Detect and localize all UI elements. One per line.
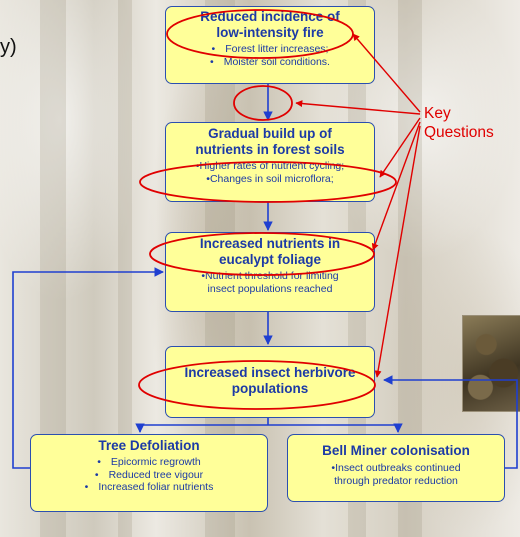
ellipse-soil [139,161,397,203]
key-questions-label: Key Questions [424,105,494,141]
list-item: •Reduced tree vigour [94,468,204,481]
list-item: through predator reduction [334,474,458,487]
box-title-line: nutrients in forest soils [195,142,345,157]
box-title-line: Increased insect herbivore [184,365,356,380]
box-title-line: Gradual build up of [208,126,332,141]
list-item: insect populations reached [207,282,333,295]
ellipse-fire [166,9,354,59]
key-question-pointers [295,33,421,378]
list-item: •Forest litter increases; [211,43,329,55]
flow-arrows [12,84,518,469]
box-title-line: Bell Miner colonisation [322,443,470,458]
pointer-fire [352,33,421,113]
list-item: •Increased foliar nutrients [84,481,214,493]
bell-miner-box: Bell Miner colonisation •Insect outbreak… [287,434,505,502]
tree-defoliation-box: Tree Defoliation •Epicormic regrowth •Re… [30,434,268,512]
box-title-line: low-intensity fire [216,25,324,40]
feedback-loop-left [12,267,164,469]
pointer-arrow [295,100,421,115]
pointer-soil [379,117,421,178]
box-title-line: populations [231,381,309,396]
feedback-loop-right [383,375,518,469]
list-item: •Insect outbreaks continued [331,462,461,474]
box-title-line: Tree Defoliation [98,438,200,453]
box-title-line: eucalypt foliage [218,252,322,267]
ellipse-arrow [233,85,293,121]
left-edge-text: y) [0,36,17,58]
box-title-line: Increased nutrients in [199,236,341,251]
pointer-herbivore [374,125,421,378]
ellipse-herbivore [138,360,376,410]
reduced-fire-box: Reduced incidence of low-intensity fire … [165,6,375,84]
bell-miner-photo [462,315,520,412]
list-item: •Changes in soil microflora; [206,172,334,185]
pointer-foliage [371,121,421,251]
ellipse-foliage [149,232,375,276]
list-item: •Epicormic regrowth [97,456,201,468]
